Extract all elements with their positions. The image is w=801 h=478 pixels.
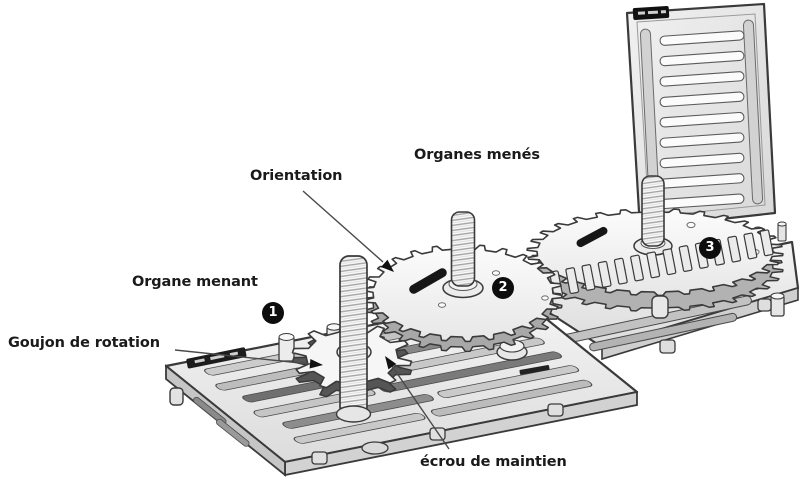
label-orientation: Orientation	[250, 168, 343, 184]
rack-slot	[659, 71, 745, 87]
brand-tag-text-mark	[647, 10, 659, 15]
gear-hole	[437, 302, 447, 308]
key-slot-mark	[576, 226, 608, 248]
brand-tag-text-mark	[637, 11, 646, 15]
badge-2-number: 2	[498, 280, 508, 295]
plate-foot	[169, 387, 184, 406]
square-post-top	[278, 333, 295, 341]
plate-right-slots	[555, 295, 752, 352]
plate-foot	[429, 427, 446, 441]
plate-foot	[757, 298, 772, 312]
rack-tooth	[597, 260, 612, 288]
rack-slot	[659, 132, 745, 148]
rack-tooth	[565, 267, 580, 295]
label-organe-menant: Organe menant	[132, 274, 258, 290]
stud-1-rotation-pin	[339, 255, 368, 417]
badge-1-number: 1	[268, 305, 278, 320]
rack-slot	[659, 30, 745, 46]
orientation-arrowhead	[381, 259, 394, 272]
rack-slot	[659, 111, 745, 128]
edge-peg	[777, 223, 787, 242]
gear-hole	[491, 270, 501, 276]
rack-tooth	[581, 264, 596, 291]
plate-slot	[437, 365, 580, 398]
vertical-rack-plate	[625, 2, 777, 230]
label-ecrou-de-maintien: écrou de maintien	[420, 454, 567, 470]
orientation-leader-line	[302, 190, 384, 263]
leader-arrows	[174, 190, 450, 450]
rack-right-rail	[742, 19, 764, 205]
gear-3-key-slot	[576, 226, 608, 248]
label-goujon-de-rotation: Goujon de rotation	[8, 335, 160, 351]
rack-tooth	[662, 248, 677, 276]
rack-slot	[659, 91, 745, 108]
rack-tooth	[727, 235, 742, 263]
rack-tooth	[759, 229, 774, 257]
plate-foot	[659, 339, 676, 354]
edge-peg-top	[777, 221, 787, 227]
rack-slot	[659, 152, 745, 169]
rack-brand-tag	[632, 6, 670, 20]
gear-hole	[686, 221, 696, 229]
gear-hole	[541, 295, 549, 301]
plate-slot	[293, 412, 426, 444]
ecrou-leader-line	[391, 365, 450, 450]
plate-foot	[547, 403, 564, 417]
gear-2-medium	[363, 211, 563, 353]
gear-1-small	[291, 255, 413, 423]
brand-tag-text-mark	[660, 10, 667, 14]
plate-slot	[379, 351, 563, 393]
axle-foot	[651, 295, 669, 319]
corner-post-top	[770, 292, 785, 300]
rack-tooth	[630, 254, 644, 282]
brand-mark-text	[210, 354, 225, 361]
end-face-slot	[216, 418, 250, 447]
plate-slot	[589, 312, 738, 352]
brand-mark-text	[194, 358, 205, 364]
badge-2: 2	[492, 277, 514, 299]
plate-foot	[311, 451, 328, 465]
brand-dash	[519, 365, 550, 375]
square-post-top	[326, 323, 342, 331]
label-organes-menes: Organes menés	[414, 147, 540, 163]
rack-tooth	[613, 257, 628, 285]
gear-2-key-slot	[409, 268, 447, 294]
goujon-arrowhead	[309, 359, 323, 369]
brand-mark	[519, 365, 550, 375]
badge-3-number: 3	[705, 240, 715, 255]
stud-1-collar	[335, 405, 372, 423]
ecrou-arrowhead	[385, 356, 397, 370]
plate-slot	[216, 418, 250, 447]
stud-2	[450, 211, 476, 287]
stud-foot	[361, 441, 389, 455]
badge-3: 3	[699, 237, 721, 259]
rack-slots	[659, 30, 745, 210]
rack-inner-frame	[636, 13, 766, 218]
brand-mark-left	[186, 347, 247, 369]
rack-tooth	[743, 232, 758, 260]
plate-slot	[430, 379, 593, 417]
stud-3	[641, 175, 665, 247]
brand-mark-text	[229, 351, 239, 357]
goujon-leader-line	[174, 349, 311, 365]
rack-tooth	[678, 245, 693, 273]
rack-slot	[659, 50, 745, 67]
badge-1: 1	[262, 302, 284, 324]
key-slot-mark	[409, 268, 447, 294]
rack-tooth	[646, 251, 661, 279]
